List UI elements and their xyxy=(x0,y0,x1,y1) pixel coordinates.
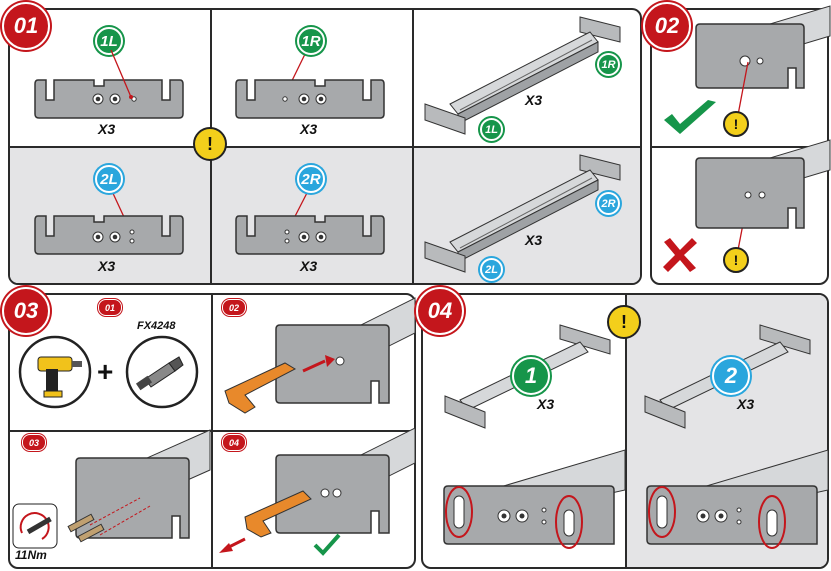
qty-rail-2: X3 xyxy=(525,232,543,248)
warning-icon: ! xyxy=(723,247,749,273)
torque-value: 11Nm xyxy=(15,548,47,562)
correct-mount-illustration xyxy=(695,5,831,89)
step-01-badge: 01 xyxy=(2,2,50,50)
tag-rail-2l: 2L xyxy=(480,258,503,281)
plate-2l xyxy=(34,215,184,255)
qty-2r: X3 xyxy=(300,258,318,274)
incorrect-mount-illustration xyxy=(695,139,831,229)
type-1-number: 1 xyxy=(512,357,550,395)
tag-rail-1r: 1R xyxy=(597,53,620,76)
plate-1l xyxy=(34,79,184,119)
warning-icon: ! xyxy=(193,127,227,161)
tag-rail-2r: 2R xyxy=(597,192,620,215)
torque-icon xyxy=(12,503,58,549)
tag-1l: 1L xyxy=(95,27,123,55)
substep-01-badge: 01 xyxy=(98,299,122,316)
jig-remove-illustration xyxy=(219,427,416,556)
type-1-qty: X3 xyxy=(537,396,555,412)
tool-code: FX4248 xyxy=(137,320,176,332)
plate-type-1-detail xyxy=(443,449,626,549)
substep-03-badge: 03 xyxy=(22,434,46,451)
qty-1r: X3 xyxy=(300,121,318,137)
tag-rail-1l: 1L xyxy=(480,118,503,141)
plus-sign: + xyxy=(97,356,114,387)
bit-icon xyxy=(125,335,199,409)
check-icon xyxy=(664,100,716,134)
type-2-qty: X3 xyxy=(737,396,755,412)
tag-2l: 2L xyxy=(95,165,123,193)
step-04-badge: 04 xyxy=(416,287,464,335)
screw-mount-illustration xyxy=(67,429,211,543)
plate-type-2-detail xyxy=(646,449,829,549)
plate-2r xyxy=(235,215,385,255)
rail-1-illustration xyxy=(424,16,621,135)
step-03-badge: 03 xyxy=(2,287,50,335)
qty-2l: X3 xyxy=(98,258,116,274)
plate-1r xyxy=(235,79,385,119)
tag-2r: 2R xyxy=(297,165,325,193)
substep-04-badge: 04 xyxy=(222,434,246,451)
jig-illustration xyxy=(224,297,416,414)
warning-icon: ! xyxy=(607,305,641,339)
qty-1l: X3 xyxy=(98,121,116,137)
qty-rail-1: X3 xyxy=(525,92,543,108)
drill-icon xyxy=(18,335,92,409)
substep-02-badge: 02 xyxy=(222,299,246,316)
warning-icon: ! xyxy=(723,111,749,137)
rail-2-illustration xyxy=(424,154,621,273)
type-2-number: 2 xyxy=(712,357,750,395)
step-02-badge: 02 xyxy=(643,2,691,50)
cross-icon xyxy=(663,238,697,272)
tag-1r: 1R xyxy=(297,27,325,55)
